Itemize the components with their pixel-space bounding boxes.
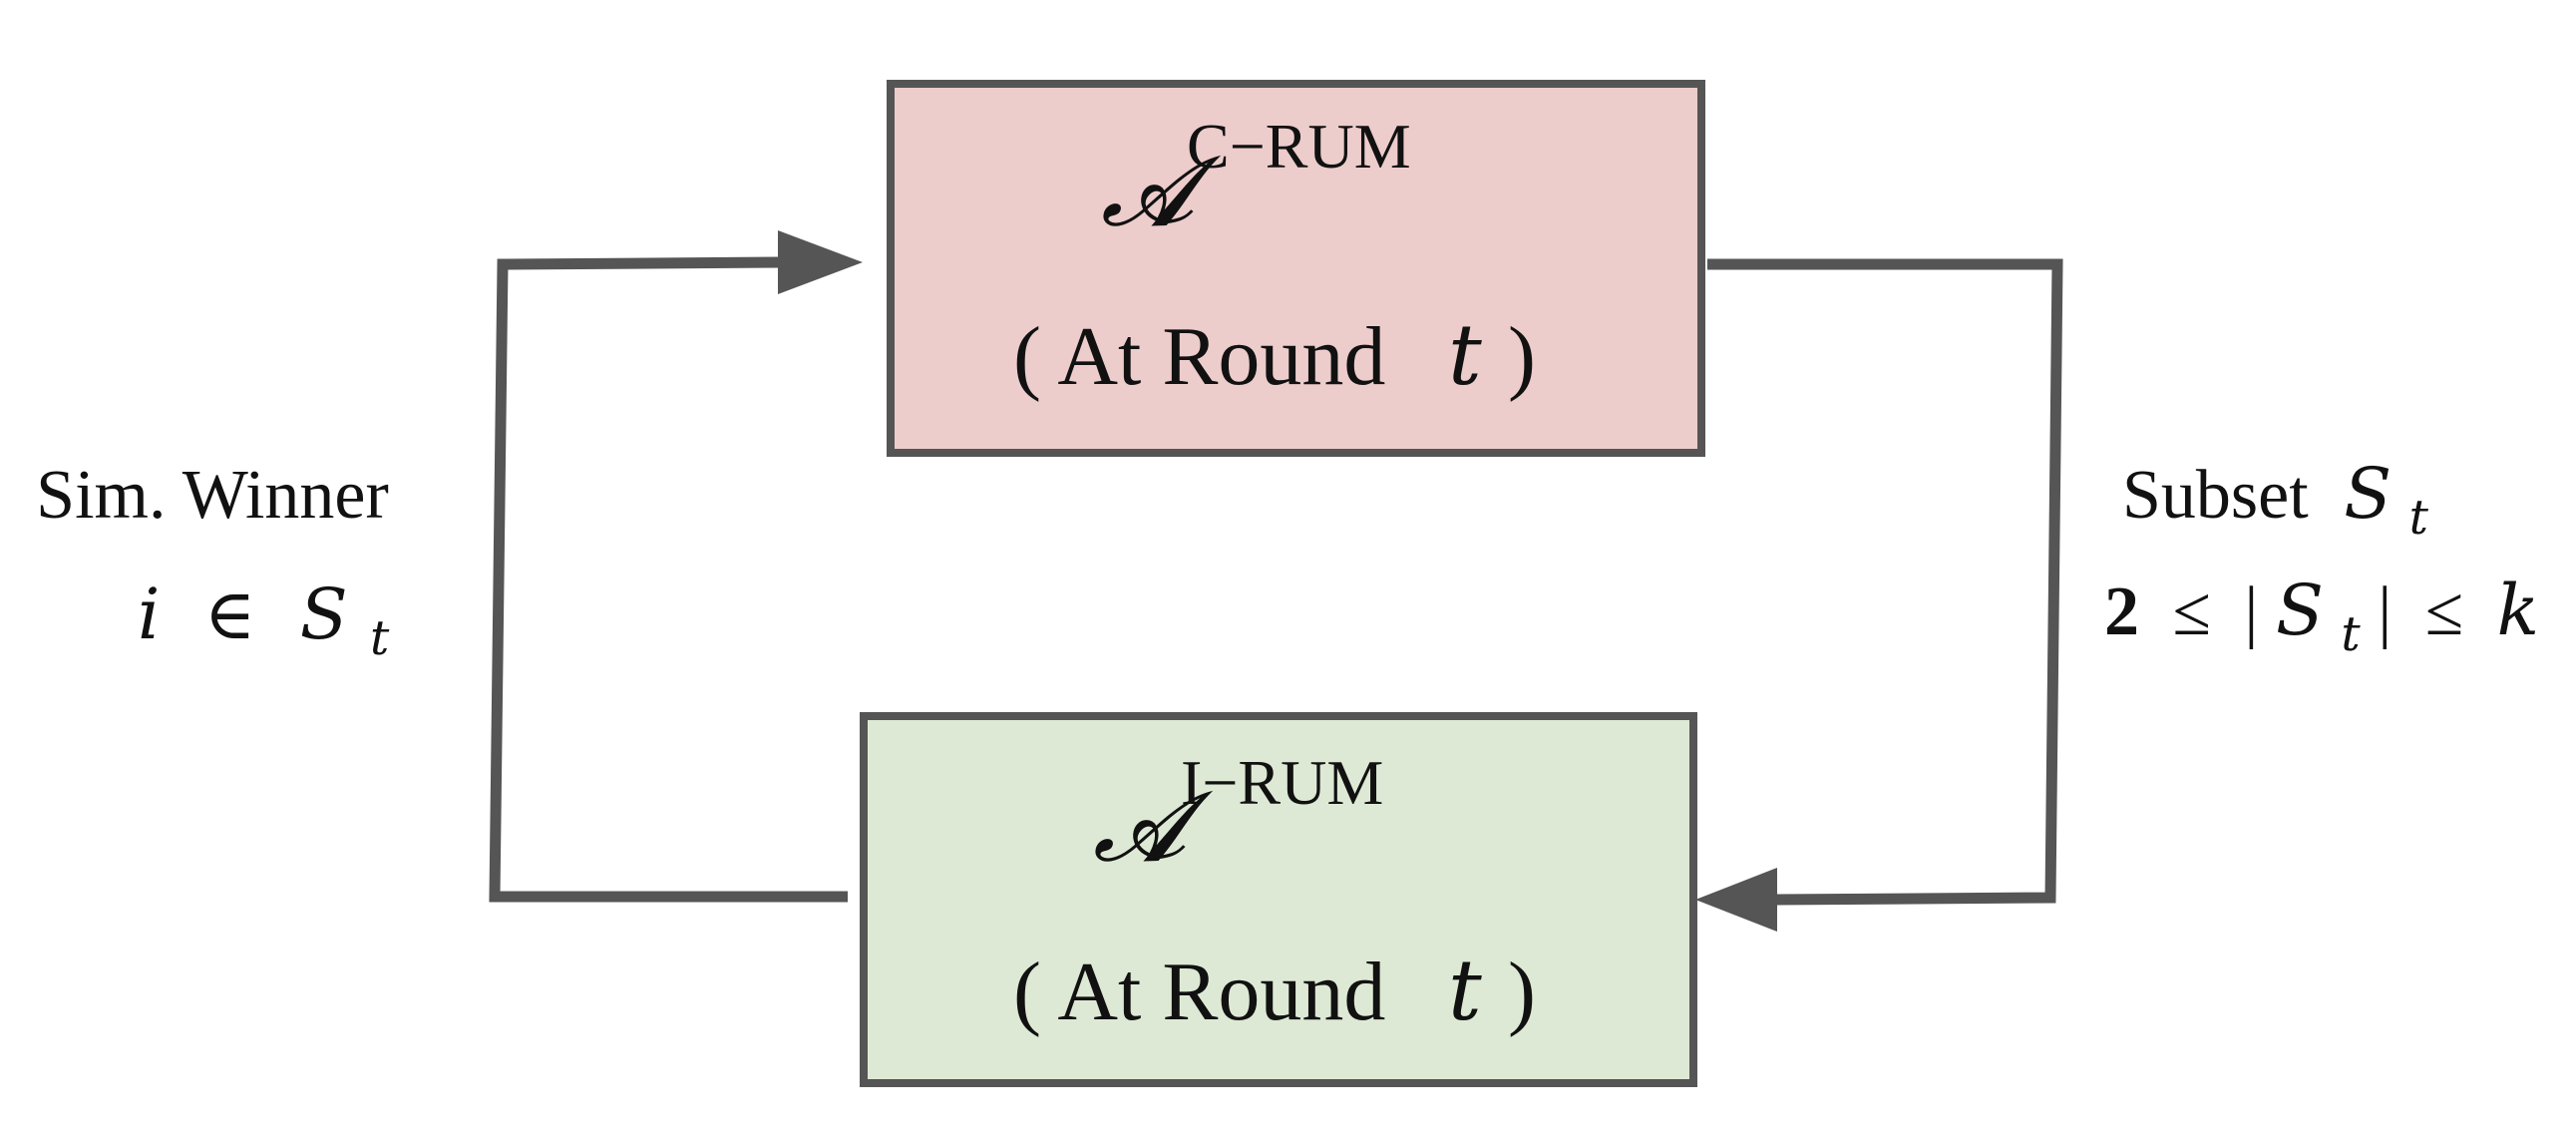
left-label-i: i [138,573,160,655]
right-label-subset-word: Subset [2122,457,2309,534]
right-connector-line [1707,258,2063,906]
right-label-bar1: | [2244,573,2258,650]
c-rum-round-close: ) [1508,310,1536,403]
right-label-line2: 2 ≤ | S t | ≤ k [2104,570,2539,666]
right-label-sub: t [2409,490,2429,546]
right-label-le2: ≤ [2425,573,2463,650]
left-label: Sim. Winner i ∈ S t [36,457,390,666]
left-connector-line [489,256,848,903]
left-label-line1: Sim. Winner [36,457,389,534]
right-label-k: k [2497,570,2539,651]
i-rum-box [860,712,1697,1087]
i-rum-round-label: ( At Round [1013,946,1385,1038]
right-label-le1: ≤ [2173,573,2211,650]
left-label-line2: i ∈ S t [138,573,390,666]
right-label-S: S [2344,453,2392,535]
right-label-sub2: t [2341,606,2361,662]
i-rum-round-close: ) [1508,946,1536,1038]
left-label-in: ∈ [204,573,256,655]
right-label-line1: Subset S t [2122,453,2429,546]
c-rum-superscript: C−RUM [1187,111,1411,182]
c-rum-round-label: ( At Round [1013,310,1385,403]
left-arrowhead [778,230,863,294]
c-rum-round-var: t [1448,306,1482,404]
i-rum-round-var: t [1448,942,1482,1039]
left-label-S: S [300,573,348,655]
left-label-sub: t [370,610,390,666]
right-label-S2: S [2276,570,2324,651]
right-label: Subset S t 2 ≤ | S t | ≤ k [2104,453,2539,666]
c-rum-box [887,80,1705,457]
i-rum-block: 𝓐 I−RUM ( At Round t ) [860,712,1697,1087]
right-label-two: 2 [2104,573,2139,650]
c-rum-block: 𝓐 C−RUM ( At Round t ) [887,80,1705,457]
left-connector [489,230,863,903]
right-arrowhead [1695,868,1777,932]
right-label-bar2: | [2378,573,2392,650]
right-connector [1695,258,2063,932]
i-rum-superscript: I−RUM [1181,747,1383,818]
